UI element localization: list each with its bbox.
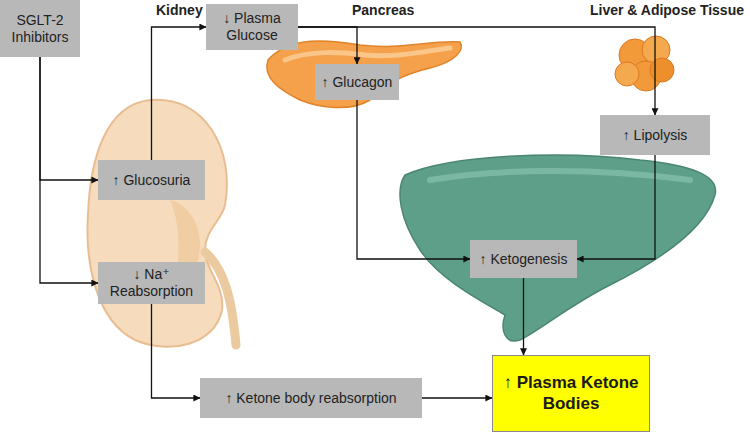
organ-heading: Kidney [156, 2, 203, 18]
box-text: ↑ Lipolysis [623, 127, 688, 144]
flow-arrow [40, 57, 98, 180]
box-text: ↓ Na⁺ Reabsorption [104, 266, 199, 300]
box-text: ↑ Ketogenesis [480, 251, 568, 268]
box-text: ↑ Plasma Ketone Bodies [499, 373, 643, 414]
flow-arrow [577, 155, 655, 259]
box-text: SGLT-2 Inhibitors [6, 12, 74, 46]
effect-box: ↑ Glucagon [315, 64, 399, 100]
organ-heading: Pancreas [352, 2, 414, 18]
flow-arrow [357, 100, 470, 259]
kidney-shape [88, 100, 227, 347]
box-text: ↓ Plasma Glucose [212, 10, 292, 44]
liver-shape [400, 155, 716, 341]
adipose-cluster [615, 36, 674, 91]
effect-box: ↓ Plasma Glucose [206, 4, 298, 50]
pancreas-shape [267, 41, 461, 108]
ureter [205, 252, 236, 345]
box-text: ↑ Glucosuria [113, 172, 191, 189]
effect-box: ↑ Ketone body reabsorption [200, 378, 422, 418]
organ-heading: Liver & Adipose Tissue [590, 2, 744, 18]
flow-arrow [152, 27, 207, 160]
pancreas-highlight [285, 48, 450, 60]
liver-highlight [430, 171, 690, 180]
effect-box: ↑ Glucosuria [98, 160, 205, 200]
flow-arrow [298, 27, 357, 64]
outcome-box: ↑ Plasma Ketone Bodies [492, 355, 650, 432]
box-text: ↑ Ketone body reabsorption [225, 390, 396, 407]
effect-box: ↓ Na⁺ Reabsorption [98, 262, 205, 304]
flow-arrow [40, 57, 98, 283]
flow-arrow [523, 278, 524, 355]
effect-box: ↑ Lipolysis [600, 115, 710, 155]
flow-arrow [422, 397, 492, 398]
effect-box: ↑ Ketogenesis [470, 240, 577, 278]
drug-box: SGLT-2 Inhibitors [0, 0, 80, 57]
flow-arrow [152, 304, 201, 398]
flow-arrow [298, 27, 655, 115]
box-text: ↑ Glucagon [322, 74, 393, 91]
